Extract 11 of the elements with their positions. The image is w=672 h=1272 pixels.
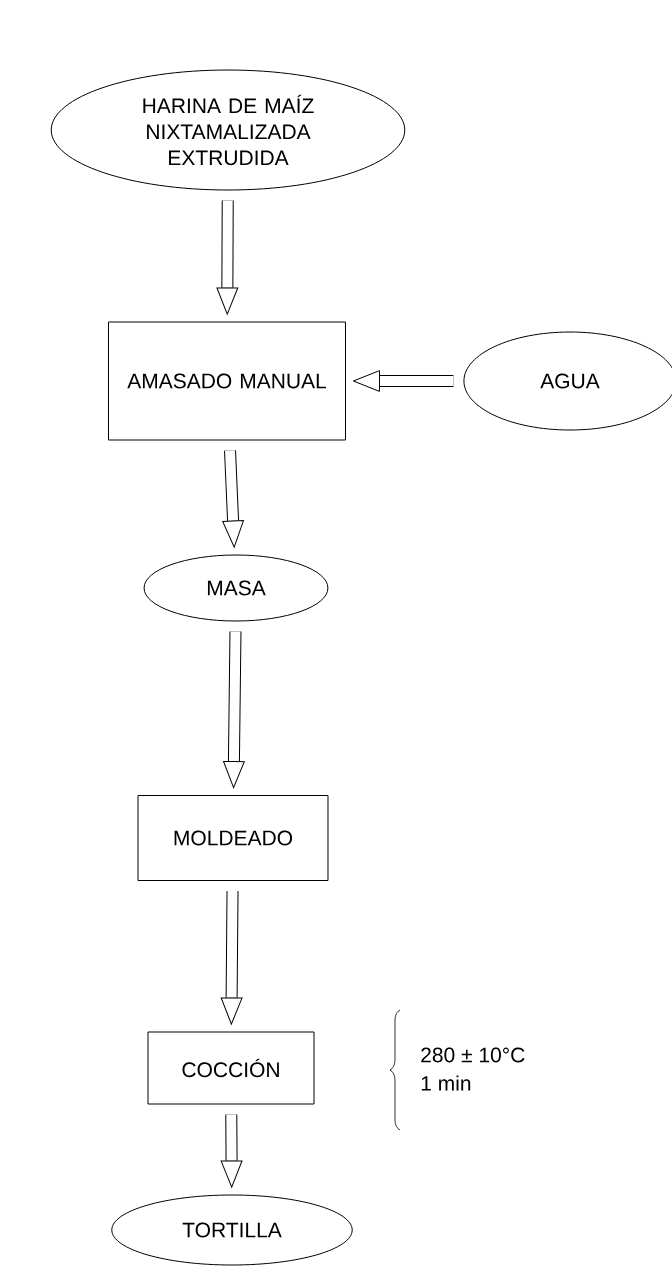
condition-text: 280 ± 10°C <box>421 1047 525 1063</box>
hollow-arrow <box>216 200 239 315</box>
process-box: COCCIÓN <box>147 1031 315 1105</box>
condition-text: 1 min <box>421 1075 471 1091</box>
hollow-arrow <box>222 450 244 548</box>
hollow-arrow <box>220 890 243 1025</box>
hollow-arrow <box>223 631 245 789</box>
process-box: AMASADO MANUAL <box>108 321 346 441</box>
hollow-arrow <box>352 370 454 392</box>
hollow-arrow <box>220 1114 243 1188</box>
process-box: MOLDEADO <box>137 795 329 881</box>
